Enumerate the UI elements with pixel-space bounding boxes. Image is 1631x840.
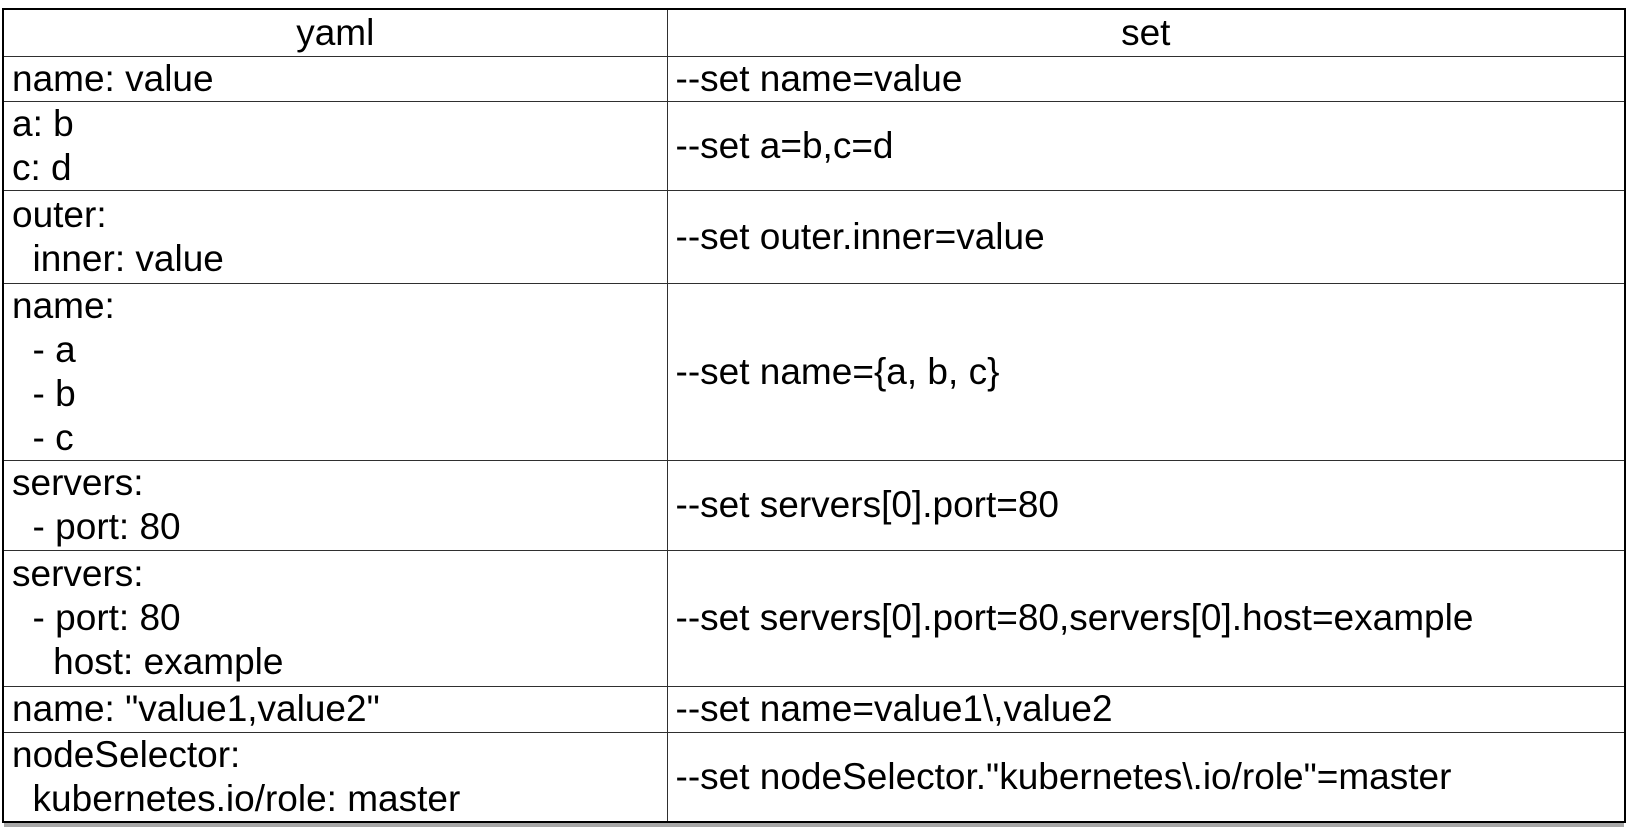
set-cell: --set outer.inner=value — [666, 189, 1626, 284]
yaml-line: - a — [12, 328, 76, 370]
set-command: --set outer.inner=value — [675, 215, 1045, 257]
yaml-line: kubernetes.io/role: master — [12, 777, 461, 819]
yaml-cell: nodeSelector: kubernetes.io/role: master — [2, 731, 668, 822]
yaml-line: - b — [12, 372, 76, 414]
yaml-line: - port: 80 — [12, 597, 181, 638]
column-header-set: set — [666, 8, 1626, 57]
yaml-cell: servers: - port: 80 — [2, 459, 668, 551]
yaml-cell: servers: - port: 80 host: example — [2, 549, 668, 687]
set-command: --set servers[0].port=80 — [675, 484, 1060, 525]
yaml-line: outer: — [12, 193, 107, 235]
set-cell: --set name=value1\,value2 — [666, 685, 1626, 733]
set-cell: --set nodeSelector."kubernetes\.io/role"… — [666, 731, 1626, 822]
set-command: --set name={a, b, c} — [675, 350, 1000, 392]
column-header-yaml: yaml — [2, 8, 668, 57]
set-cell: --set a=b,c=d — [666, 100, 1626, 191]
table-row: outer: inner: value--set outer.inner=val… — [2, 189, 1626, 284]
set-command: --set nodeSelector."kubernetes\.io/role"… — [675, 755, 1452, 797]
table-row: name: value --set name=value — [2, 55, 1626, 102]
set-cell: --set servers[0].port=80,servers[0].host… — [666, 549, 1626, 687]
yaml-cell: name: value — [2, 55, 668, 102]
yaml-line: - c — [12, 416, 74, 458]
yaml-line: name: "value1,value2" — [12, 688, 380, 729]
yaml-line: host: example — [12, 641, 284, 682]
yaml-line: name: — [12, 284, 115, 326]
set-command: --set a=b,c=d — [675, 124, 894, 166]
set-command: --set servers[0].port=80,servers[0].host… — [675, 597, 1474, 638]
yaml-cell: name: - a - b - c — [2, 282, 668, 461]
yaml-line: servers: — [12, 462, 144, 503]
table-row: servers: - port: 80--set servers[0].port… — [2, 459, 1626, 551]
yaml-cell: name: "value1,value2" — [2, 685, 668, 733]
yaml-line: nodeSelector: — [12, 733, 241, 775]
set-cell: --set name={a, b, c} — [666, 282, 1626, 461]
set-cell: --set name=value — [666, 55, 1626, 102]
yaml-line: - port: 80 — [12, 506, 181, 547]
table-row: nodeSelector: kubernetes.io/role: master… — [2, 731, 1626, 822]
table-row: name: - a - b - c--set name={a, b, c} — [2, 282, 1626, 461]
yaml-line: a: b — [12, 102, 74, 144]
yaml-line: c: d — [12, 146, 72, 188]
set-command: --set name=value1\,value2 — [675, 688, 1113, 729]
table-row: name: "value1,value2" --set name=value1\,… — [2, 685, 1626, 733]
set-command: --set name=value — [675, 57, 963, 99]
yaml-line: inner: value — [12, 237, 224, 279]
header-row: yaml set — [2, 8, 1626, 57]
set-cell: --set servers[0].port=80 — [666, 459, 1626, 551]
yaml-line: name: value — [12, 57, 214, 99]
table-header: yaml set — [2, 8, 1626, 57]
table-row: servers: - port: 80 host: example--set s… — [2, 549, 1626, 687]
yaml-line: servers: — [12, 553, 144, 594]
yaml-cell: outer: inner: value — [2, 189, 668, 284]
